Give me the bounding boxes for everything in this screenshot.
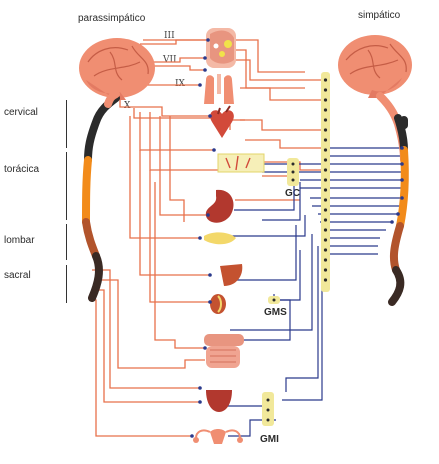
sympathetic-chain — [321, 72, 330, 292]
region-bracket-sacral — [66, 265, 67, 303]
organ-stomach — [205, 189, 234, 223]
synapse-dots — [190, 38, 404, 438]
organ-liver — [220, 264, 243, 286]
organ-uterus — [193, 429, 243, 444]
organ-abdominal-box — [217, 153, 265, 173]
ganglion-label-gmi: GMI — [260, 434, 279, 445]
spinal-cord-left — [82, 90, 120, 302]
region-label-thoracic: torácica — [4, 164, 40, 175]
region-label-sacral: sacral — [4, 270, 31, 281]
organ-pancreas — [204, 232, 236, 245]
cranial-nerve-vii: VII — [163, 55, 177, 65]
brain-right — [338, 35, 412, 98]
region-bracket-lumbar — [66, 224, 67, 260]
spinal-cord-right — [376, 92, 409, 306]
region-bracket-cervical — [66, 100, 67, 148]
region-bracket-thoracic — [66, 152, 67, 220]
organ-intestine — [204, 334, 244, 368]
ganglion-label-gms: GMS — [264, 307, 287, 318]
region-label-cervical: cervical — [4, 107, 38, 118]
ganglion-label-gc: GC — [285, 188, 300, 199]
region-label-lumbar: lombar — [4, 235, 35, 246]
organ-heart — [210, 105, 234, 138]
sympathetic-title: simpático — [358, 10, 401, 21]
sympathetic-fibers — [222, 147, 402, 437]
parasympathetic-title: parassimpático — [78, 13, 146, 24]
organ-kidney — [210, 294, 226, 314]
organ-lungs — [204, 74, 234, 104]
cranial-nerve-ix: IX — [175, 79, 185, 89]
cranial-nerve-iii: III — [164, 31, 175, 41]
cranial-nerve-x: X — [124, 101, 131, 111]
organ-bladder — [206, 390, 232, 412]
organ-head-glands — [206, 28, 236, 68]
